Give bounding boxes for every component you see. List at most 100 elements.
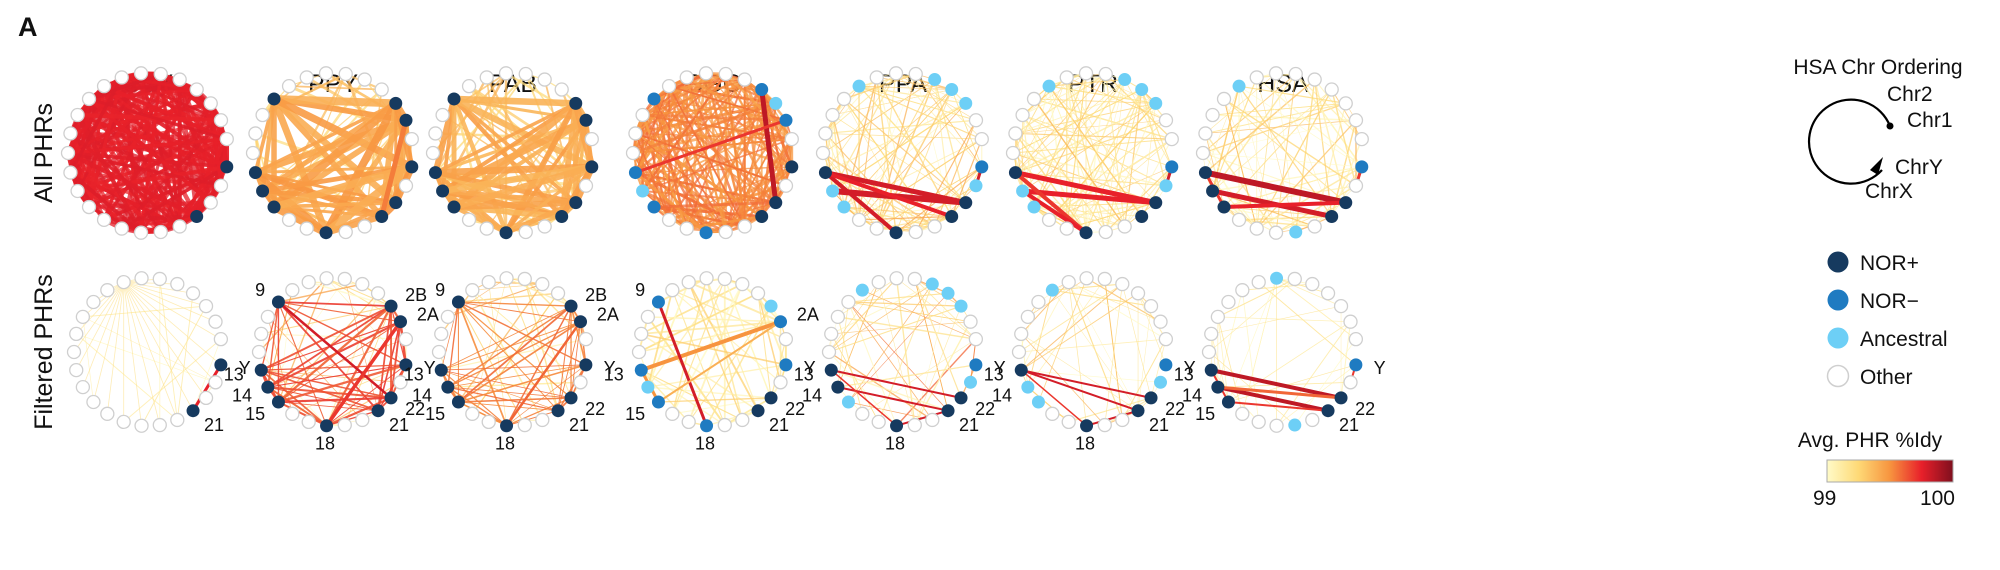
node-chr-3-ancestral bbox=[1135, 83, 1149, 97]
node-chr-y-nor-minus bbox=[975, 160, 989, 174]
phr-edge bbox=[307, 281, 364, 285]
phr-edge bbox=[278, 289, 293, 403]
phr-edge bbox=[278, 401, 379, 412]
phr-edge bbox=[1068, 397, 1152, 423]
phr-edge bbox=[951, 166, 983, 217]
phr-edge bbox=[1066, 76, 1087, 234]
node-chr-8-other bbox=[465, 283, 480, 298]
phr-edge bbox=[657, 277, 708, 303]
phr-edge bbox=[1020, 188, 1089, 235]
node-chr-4-ancestral bbox=[925, 277, 939, 291]
phr-edge bbox=[505, 277, 572, 307]
phr-edge bbox=[277, 283, 364, 303]
node-chr-8-other bbox=[665, 283, 680, 298]
node-chr-8-ancestral bbox=[1045, 283, 1059, 297]
node-label-21: 21 bbox=[569, 415, 589, 435]
node-chr-21-nor-plus bbox=[1131, 404, 1145, 418]
phr-edge bbox=[447, 386, 508, 427]
phr-edge bbox=[123, 281, 222, 340]
node-chr-y-nor-minus bbox=[779, 358, 793, 372]
node-chr-3-ancestral bbox=[945, 83, 959, 97]
phr-edge bbox=[914, 321, 971, 426]
node-chr-16-other bbox=[96, 212, 112, 227]
phr-edge bbox=[457, 283, 544, 403]
phr-edge bbox=[457, 401, 508, 427]
node-chr-16-other bbox=[461, 212, 477, 227]
start-dot-icon bbox=[1886, 122, 1894, 130]
node-chr-10-other bbox=[75, 309, 91, 325]
phr-edge bbox=[277, 400, 328, 427]
phr-edge bbox=[640, 320, 782, 335]
phr-edge bbox=[1020, 369, 1140, 412]
phr-edge bbox=[68, 131, 182, 229]
node-label-2a: 2A bbox=[417, 304, 439, 324]
node-label-2b: 2B bbox=[585, 285, 607, 305]
phr-edge bbox=[640, 333, 787, 366]
phr-edge bbox=[1051, 283, 1123, 291]
node-chr-18-nor-plus bbox=[889, 226, 903, 240]
phr-edge bbox=[1314, 78, 1333, 218]
phr-edge bbox=[1150, 338, 1167, 399]
phr-edge bbox=[843, 206, 936, 228]
phr-edge bbox=[688, 305, 772, 423]
node-chr-6-other bbox=[1268, 66, 1284, 81]
node-chr-12-other bbox=[821, 344, 837, 360]
phr-edge bbox=[82, 281, 125, 318]
phr-edge bbox=[1202, 119, 1357, 154]
node-chr-x-other bbox=[773, 375, 788, 390]
node-chr-17-other bbox=[1061, 414, 1076, 430]
node-chr-6-ancestral bbox=[1270, 271, 1284, 285]
node-label-18: 18 bbox=[885, 434, 905, 454]
node-chr-6-other bbox=[698, 66, 714, 81]
node-chr-16-other bbox=[851, 212, 867, 227]
node-chr-7-other bbox=[116, 274, 131, 290]
phr-edge bbox=[450, 100, 580, 211]
network-ptr-top bbox=[1005, 66, 1179, 240]
legend-label-other: Other bbox=[1860, 366, 1913, 389]
node-chr-9-nor-plus bbox=[447, 92, 461, 106]
node-chr-19-other bbox=[908, 224, 923, 240]
legend-swatch-nor-minus bbox=[1827, 289, 1849, 311]
phr-edge bbox=[634, 171, 777, 204]
node-chr-16-other bbox=[1045, 406, 1060, 421]
node-label-14: 14 bbox=[992, 386, 1012, 406]
node-chr-9-nor-plus bbox=[267, 92, 281, 106]
node-label-22: 22 bbox=[975, 399, 995, 419]
phr-edge bbox=[632, 73, 727, 154]
node-chr-2b-other bbox=[203, 96, 218, 111]
phr-edge bbox=[757, 292, 787, 366]
node-chr-5-other bbox=[518, 66, 533, 82]
phr-edge bbox=[1217, 316, 1351, 323]
node-chr-8-other bbox=[100, 283, 115, 298]
node-chr-10-other bbox=[70, 107, 85, 123]
node-label-21: 21 bbox=[389, 415, 409, 435]
node-chr-10-other bbox=[1015, 107, 1030, 123]
phr-edge bbox=[75, 333, 178, 421]
phr-edge bbox=[1215, 385, 1331, 413]
phr-edge bbox=[75, 113, 182, 229]
colorbar-title: Avg. PHR %Idy bbox=[1798, 429, 1943, 452]
phr-edge bbox=[1256, 76, 1363, 168]
node-chr-9-other bbox=[836, 91, 852, 107]
node-chr-16-other bbox=[1041, 212, 1057, 227]
node-chr-2b-ancestral bbox=[1149, 96, 1163, 110]
node-chr-1-other bbox=[1164, 131, 1179, 147]
phr-edge bbox=[915, 73, 953, 217]
phr-edge bbox=[723, 397, 772, 426]
node-chr-1-other bbox=[1354, 131, 1369, 147]
phr-edge bbox=[1038, 277, 1087, 403]
phr-edge bbox=[1223, 89, 1333, 208]
node-chr-17-other bbox=[871, 414, 886, 430]
phr-edge bbox=[572, 99, 596, 171]
node-chr-21-nor-plus bbox=[755, 209, 769, 223]
node-chr-12-other bbox=[631, 344, 647, 360]
node-chr-6-other bbox=[133, 66, 149, 81]
phr-edge bbox=[433, 101, 578, 175]
phr-edge bbox=[325, 381, 402, 427]
network-ppy-top bbox=[245, 66, 419, 240]
phr-edge bbox=[266, 386, 328, 427]
phr-edge bbox=[830, 369, 898, 427]
phr-edge bbox=[878, 283, 933, 423]
node-label-14: 14 bbox=[1182, 386, 1202, 406]
node-label-y: Y bbox=[1374, 358, 1386, 378]
